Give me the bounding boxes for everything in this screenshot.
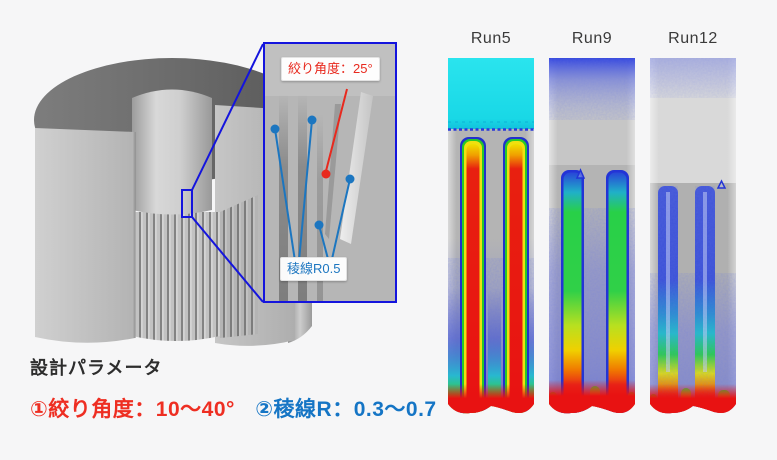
draw-angle-label: 絞り角度：25° (281, 57, 380, 81)
run12-heatmap (650, 58, 736, 414)
zoom-connector-top (191, 43, 264, 191)
angle-callout-line (325, 88, 348, 172)
run12-label: Run12 (668, 30, 718, 47)
model-left-cut-face (35, 128, 135, 343)
cad-model-cutaway (34, 43, 312, 346)
design-parameters-ranges: ①絞り角度：10〜40° ②稜線R：0.3〜0.7 (30, 393, 437, 423)
run-panel-run9: Run9 (549, 30, 635, 420)
run9-triangle-marker-icon (575, 168, 586, 179)
run9-columns (561, 170, 629, 414)
run9-label: Run9 (571, 30, 613, 47)
run9-heatmap (549, 58, 635, 414)
rib-highlight (340, 92, 373, 244)
run5-columns (460, 137, 529, 414)
zoom-source-rect (181, 189, 193, 218)
design-parameters-title: 設計パラメータ (30, 358, 163, 378)
design-parameters-block: 設計パラメータ ①絞り角度：10〜40° ②稜線R：0.3〜0.7 (30, 354, 437, 423)
model-inner-core (132, 89, 212, 215)
model-ribs-section (132, 212, 220, 341)
detail-zoom-box: 絞り角度：25° 稜線R0.5 (263, 42, 397, 303)
zoom-connector-bottom (191, 216, 264, 303)
angle-callout-dot (321, 169, 331, 179)
run-panel-run12: Run12 (650, 30, 736, 420)
ridge-callout-dots (270, 115, 355, 230)
run-panel-run5: Run5 (448, 30, 534, 420)
draw-angle-range: ①絞り角度：10〜40° (30, 398, 235, 421)
ridge-callout-lines (274, 119, 351, 262)
run5-cyan-region (448, 58, 534, 129)
run5-label: Run5 (470, 30, 512, 47)
ridge-radius-range: ②稜線R：0.3〜0.7 (255, 398, 437, 421)
model-ribs-far-wall (220, 195, 258, 338)
run5-heatmap (448, 58, 534, 414)
run12-triangle-marker-icon (716, 179, 727, 189)
ridge-radius-label: 稜線R0.5 (280, 257, 348, 281)
